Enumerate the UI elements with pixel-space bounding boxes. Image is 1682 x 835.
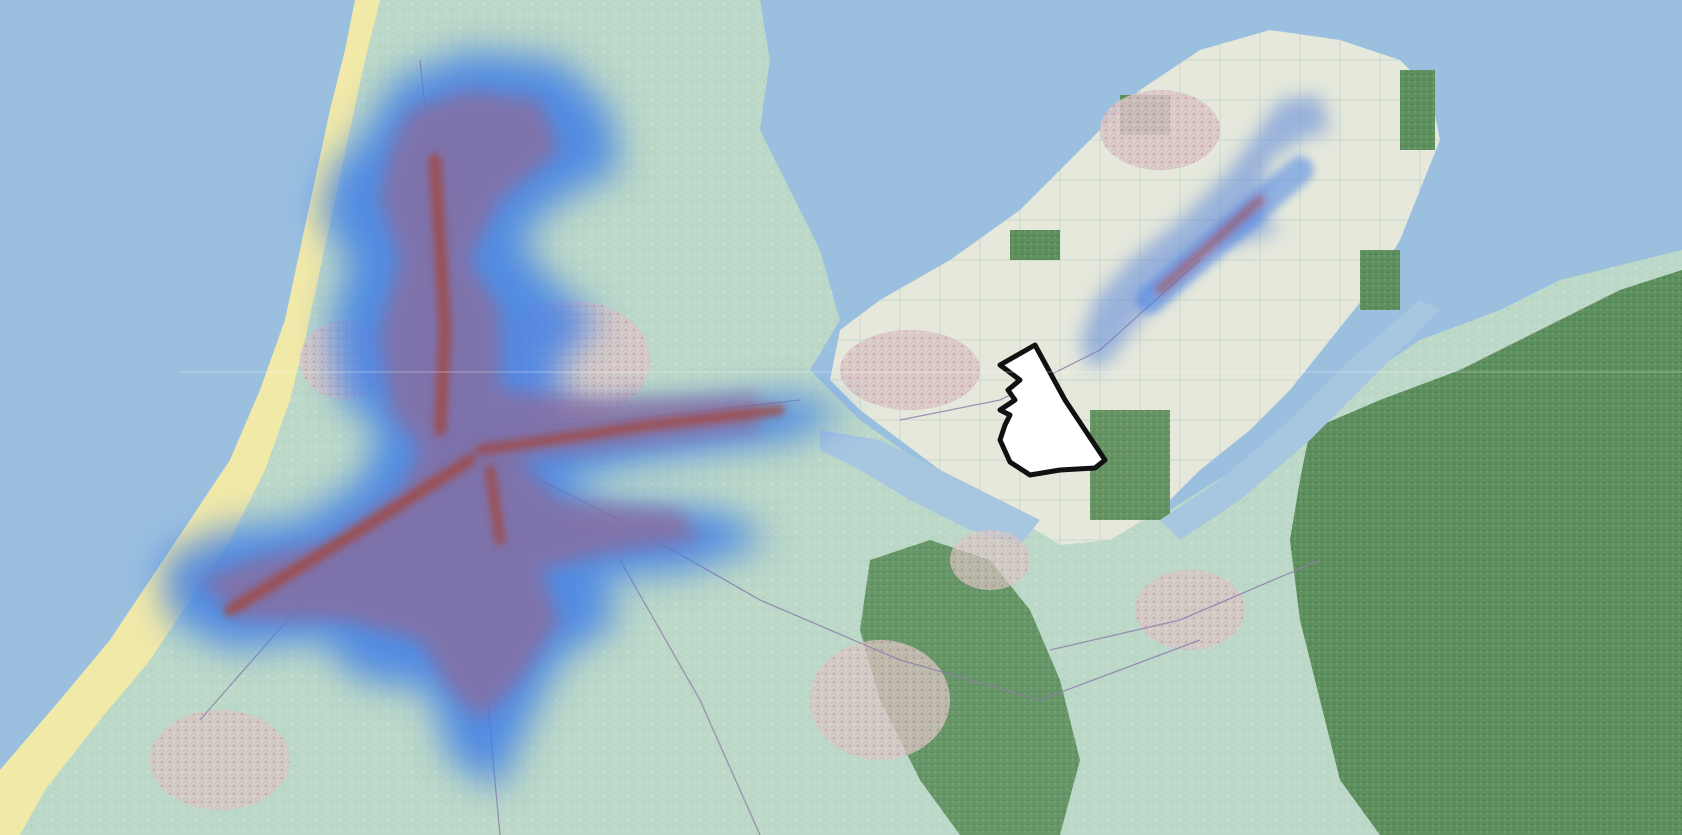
flevoland-forest-3 — [1360, 250, 1400, 310]
flevoland-forest-4 — [1400, 70, 1435, 150]
lelystad-noise-core — [1136, 156, 1314, 314]
urban-lelystad — [1100, 90, 1220, 170]
noise-contour-inner — [200, 90, 760, 720]
noise-contour-core — [224, 154, 785, 616]
gooimeer-water — [820, 430, 1040, 545]
urban-amersfoort — [1135, 570, 1245, 650]
urban-hilversum — [950, 530, 1030, 590]
coastal-dunes — [0, 0, 380, 835]
flevoland-forest-1 — [1090, 410, 1170, 520]
ijsselmeer — [760, 0, 1682, 320]
veluwe-forest — [1290, 270, 1682, 835]
highlighted-area-outlined-polygon[interactable] — [997, 342, 1108, 478]
heuvelrug-forest — [860, 540, 1080, 835]
urban-leiden — [150, 710, 290, 810]
urban-utrecht — [810, 640, 950, 760]
veluwemeer-water — [1160, 300, 1440, 540]
flevoland-forest-5 — [1010, 230, 1060, 260]
urban-almere — [840, 330, 980, 410]
